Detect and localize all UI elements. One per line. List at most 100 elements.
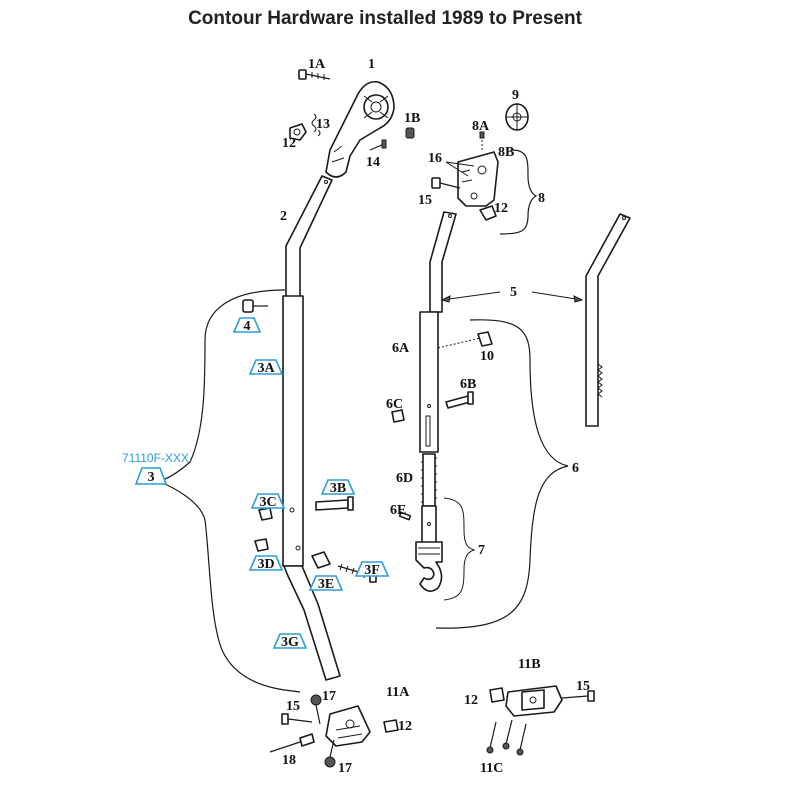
diagram-title: Contour Hardware installed 1989 to Prese… bbox=[188, 8, 582, 29]
callout-8: 8 bbox=[538, 191, 545, 206]
part-15-bolt-top bbox=[431, 177, 461, 189]
part-1a-bolt bbox=[298, 69, 331, 80]
part-15-bolt-bottom-left bbox=[281, 713, 313, 725]
badge-3e: 3E bbox=[308, 575, 344, 592]
part-3-lower-tube bbox=[282, 295, 341, 681]
part-14-screw bbox=[369, 139, 387, 151]
brace-7 bbox=[443, 497, 476, 601]
badge-3a: 3A bbox=[248, 359, 284, 376]
part-4-bolt-cap bbox=[242, 299, 268, 313]
part-10-bolt-cap bbox=[437, 331, 493, 349]
part-15-bolt-bottom-right bbox=[561, 690, 595, 702]
callout-17-upper: 17 bbox=[322, 689, 336, 704]
callout-8b: 8B bbox=[498, 145, 514, 160]
callout-6d: 6D bbox=[396, 471, 413, 486]
callout-8a: 8A bbox=[472, 119, 490, 134]
callout-14: 14 bbox=[366, 155, 380, 170]
part-6e-pin bbox=[398, 511, 412, 521]
callout-6c: 6C bbox=[386, 397, 403, 412]
part-6b-bolt bbox=[445, 391, 474, 409]
svg-text:3A: 3A bbox=[257, 361, 275, 376]
part-1b-nut bbox=[405, 127, 415, 139]
callout-5: 5 bbox=[510, 285, 517, 300]
part-13-spring-clip bbox=[311, 113, 321, 137]
svg-text:3C: 3C bbox=[259, 495, 276, 510]
part-11a-bracket bbox=[325, 705, 371, 747]
svg-text:3F: 3F bbox=[364, 563, 380, 578]
badge-3: 3 bbox=[134, 467, 168, 485]
part-6-lower-rod bbox=[421, 505, 437, 545]
callout-15-bottom-left: 15 bbox=[286, 699, 300, 714]
callout-1b: 1B bbox=[404, 111, 420, 126]
brace-8 bbox=[499, 149, 538, 235]
arrow-5a bbox=[440, 295, 451, 303]
brace-6 bbox=[435, 319, 569, 629]
part-7-hook-latch bbox=[415, 541, 443, 592]
part-3d-nut bbox=[254, 538, 269, 552]
badge-3g: 3G bbox=[272, 633, 308, 650]
part-5-right-tube bbox=[585, 213, 631, 427]
part-9-knob bbox=[505, 103, 529, 131]
part-1-top-fitting bbox=[325, 80, 395, 178]
callout-11c: 11C bbox=[480, 761, 503, 776]
part-12-nut-top-bracket bbox=[479, 205, 497, 221]
arrow-5b bbox=[573, 295, 584, 303]
part-12-acorn-nut-top-left bbox=[289, 123, 307, 141]
part-number-label: 71110F-XXX bbox=[122, 451, 189, 465]
callout-7: 7 bbox=[478, 543, 485, 558]
callout-15-top: 15 bbox=[418, 193, 432, 208]
callout-16: 16 bbox=[428, 151, 442, 166]
part-12-nut-bottom-right bbox=[489, 687, 505, 703]
callout-1a: 1A bbox=[308, 57, 326, 72]
svg-text:3D: 3D bbox=[257, 557, 274, 572]
part-3b-bolt bbox=[315, 496, 354, 511]
badge-3d: 3D bbox=[248, 555, 284, 572]
callout-11a: 11A bbox=[386, 685, 410, 700]
callout-2: 2 bbox=[280, 209, 287, 224]
part-5-center-tube bbox=[429, 211, 457, 313]
callout-13: 13 bbox=[316, 117, 330, 132]
leader-16 bbox=[445, 161, 475, 177]
part-12-nut-bottom-left bbox=[383, 719, 399, 733]
callout-12-top: 12 bbox=[282, 136, 296, 151]
part-6d-spring bbox=[420, 453, 438, 507]
callout-11b: 11B bbox=[518, 657, 541, 672]
part-8-bracket bbox=[457, 151, 499, 207]
svg-text:3B: 3B bbox=[330, 481, 346, 496]
part-17-screw-lower bbox=[324, 739, 336, 768]
brace-3 bbox=[159, 289, 301, 693]
svg-text:3: 3 bbox=[148, 470, 155, 485]
svg-text:4: 4 bbox=[244, 319, 251, 334]
badge-3c: 3C bbox=[250, 493, 286, 510]
callout-15-bottom-right: 15 bbox=[576, 679, 590, 694]
part-18-rivet bbox=[269, 733, 315, 753]
callout-18: 18 bbox=[282, 753, 296, 768]
leader-5 bbox=[441, 291, 583, 301]
callout-9: 9 bbox=[512, 88, 519, 103]
part-6a-slider-tube bbox=[419, 311, 439, 453]
callout-12-bottom-left: 12 bbox=[398, 719, 412, 734]
callout-1: 1 bbox=[368, 57, 375, 72]
badge-3f: 3F bbox=[354, 561, 390, 578]
callout-6e: 6E bbox=[390, 503, 406, 518]
part-6c-nut bbox=[391, 409, 405, 423]
callout-6: 6 bbox=[572, 461, 579, 476]
part-8a-pin bbox=[479, 131, 485, 150]
part-11b-bracket bbox=[505, 685, 563, 717]
part-17-screw-upper bbox=[310, 694, 322, 725]
part-11c-screws bbox=[486, 719, 527, 756]
svg-text:3E: 3E bbox=[318, 577, 334, 592]
callout-12-bracket: 12 bbox=[494, 201, 508, 216]
callout-6b: 6B bbox=[460, 377, 476, 392]
part-3e-spacer bbox=[311, 551, 331, 569]
part-2-upper-tube bbox=[285, 175, 333, 299]
badge-4: 4 bbox=[232, 317, 262, 334]
callout-12-bottom-right: 12 bbox=[464, 693, 478, 708]
callout-10: 10 bbox=[480, 349, 494, 364]
callout-6a: 6A bbox=[392, 341, 410, 356]
callout-17-lower: 17 bbox=[338, 761, 352, 776]
badge-3b: 3B bbox=[320, 479, 356, 496]
svg-text:3G: 3G bbox=[281, 635, 299, 650]
